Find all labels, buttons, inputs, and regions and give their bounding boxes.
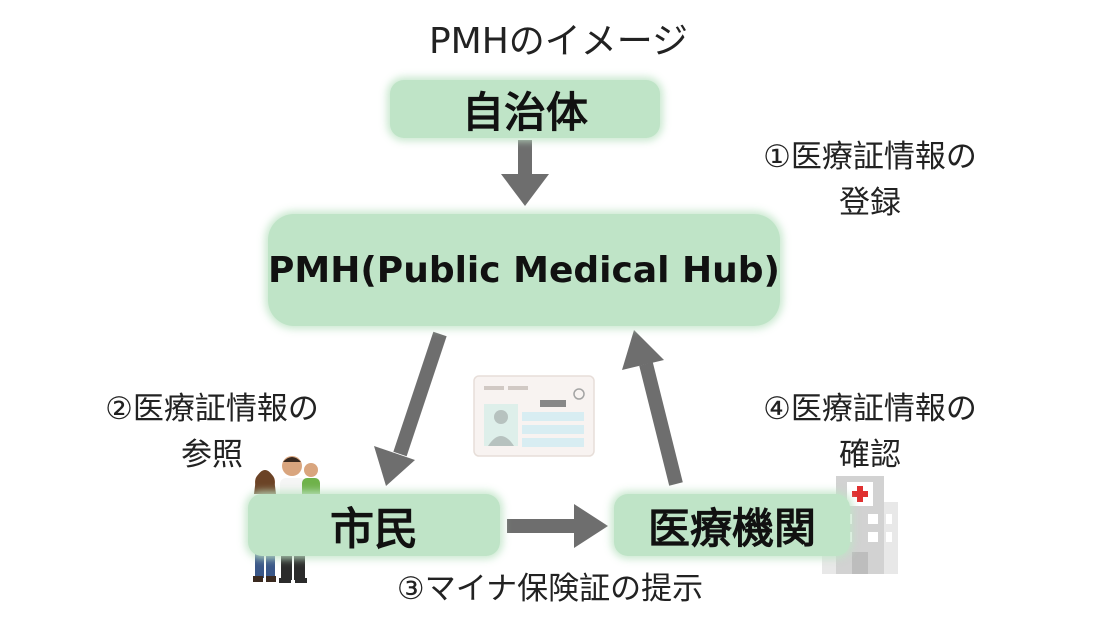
node-shimin: 市民 <box>248 494 500 556</box>
label-step2-line2: 参照 <box>181 437 243 473</box>
arrow-jichitai-to-pmh <box>501 140 549 206</box>
arrow-pmh-to-shimin <box>374 331 447 486</box>
node-iryou-kikan: 医療機関 <box>614 494 850 556</box>
label-step4: ④医療証情報の 確認 <box>720 386 1020 478</box>
node-jichitai: 自治体 <box>390 80 660 138</box>
label-step2: ②医療証情報の 参照 <box>62 386 362 478</box>
id-card-icon <box>473 375 595 457</box>
label-step2-line1: ②医療証情報の <box>105 391 319 427</box>
label-step3-text: ③マイナ保険証の提示 <box>396 571 704 607</box>
label-step4-line1: ④医療証情報の <box>763 391 977 427</box>
label-step1-line1: ①医療証情報の <box>763 139 977 175</box>
label-step4-line2: 確認 <box>839 437 901 473</box>
arrow-iryou-to-pmh <box>622 330 683 486</box>
label-step1-line2: 登録 <box>839 185 901 221</box>
arrow-shimin-to-iryou <box>507 504 608 548</box>
diagram-title: PMHのイメージ <box>428 21 689 62</box>
node-pmh: PMH(Public Medical Hub) <box>268 214 780 326</box>
label-step1: ①医療証情報の 登録 <box>720 134 1020 226</box>
label-step3: ③マイナ保険証の提示 <box>300 566 800 612</box>
